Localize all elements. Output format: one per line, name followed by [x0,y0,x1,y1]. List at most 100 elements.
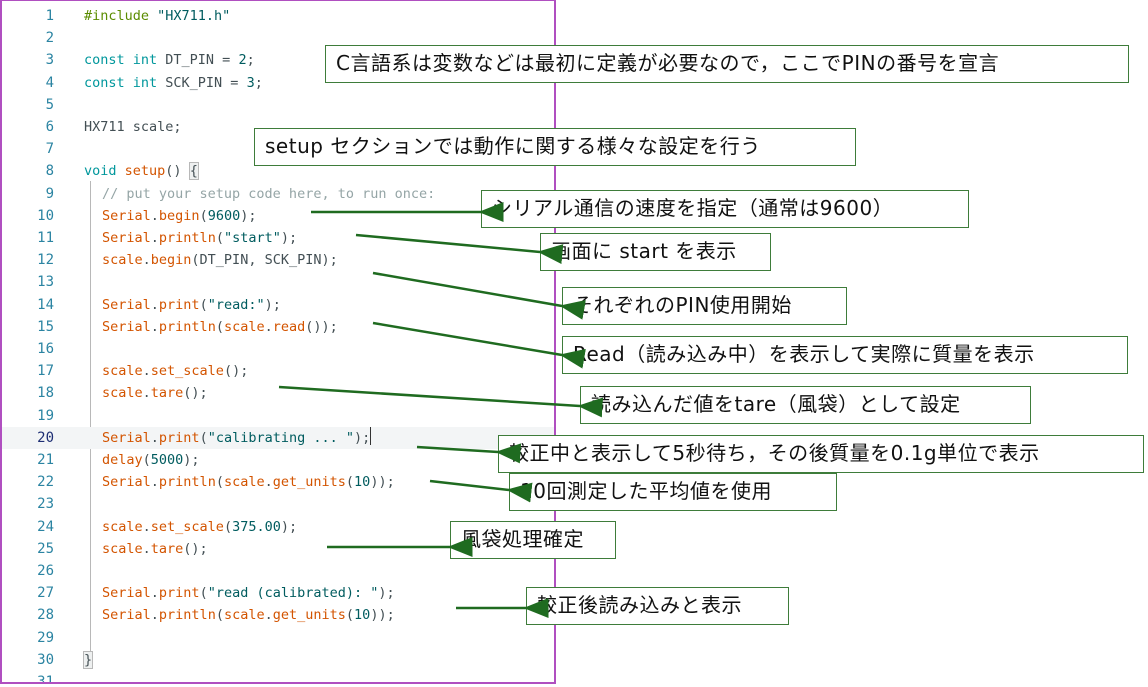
code-line[interactable]: 29 [2,627,554,649]
code-text: #include "HX711.h" [84,5,230,27]
line-number: 7 [45,141,54,158]
callout-calibrating: 較正中と表示して5秒待ち，その後質量を0.1g単位で表示 [498,435,1144,473]
code-token: scale [223,607,265,624]
code-token: ( [199,429,208,446]
code-token: setup [124,163,166,180]
code-token: ); [264,296,281,313]
code-text: delay(5000); [102,449,200,471]
code-token: // put your setup code here, to run once… [102,185,436,202]
line-number: 24 [37,518,54,535]
code-line[interactable]: 23 [2,493,554,515]
code-token: HX711 scale; [84,119,182,135]
code-token: println [158,607,216,624]
code-token: 5000 [150,452,184,468]
code-token: . [150,318,159,335]
code-line[interactable]: 12 scale.begin(DT_PIN, SCK_PIN); [2,249,554,271]
line-number: 31 [37,674,54,684]
code-token: "read:" [207,296,265,313]
code-token: print [158,585,200,602]
code-line[interactable]: 7 [2,138,554,160]
code-token: ; [246,52,255,69]
callout-display-start: 画面に start を表示 [540,233,771,271]
line-number: 16 [37,341,54,357]
code-token: "calibrating ... " [207,429,355,446]
line-number: 5 [45,96,54,113]
code-token: { [188,162,199,181]
code-token: println [158,230,216,246]
code-token: Serial [102,296,151,313]
line-number: 29 [37,629,54,646]
code-text: scale.tare(); [102,382,208,404]
code-token: . [150,230,159,246]
code-token: println [158,318,216,335]
code-token: begin [150,252,192,269]
code-line[interactable]: 16 [2,338,554,360]
code-token: print [158,429,200,446]
code-token: read [272,318,306,335]
code-line[interactable]: 9// put your setup code here, to run onc… [2,183,554,205]
code-token: "read (calibrated): " [207,585,379,602]
line-number: 20 [37,429,54,446]
code-token: Serial [102,474,151,491]
code-token: scale [102,540,143,557]
code-line[interactable]: 5 [2,94,554,116]
code-line[interactable]: 26 [2,560,554,582]
code-token: . [264,607,273,624]
code-line[interactable]: 19 [2,405,554,427]
code-token: . [142,252,151,269]
code-token: get_units [272,607,346,624]
line-number: 2 [45,30,54,47]
line-number: 19 [37,407,54,424]
line-number: 15 [37,318,54,335]
code-token: . [150,585,159,602]
code-token: ( [345,607,355,624]
code-token: . [150,296,159,313]
code-token: ( [215,474,224,491]
code-text: scale.begin(DT_PIN, SCK_PIN); [102,249,338,271]
code-token: ( [215,607,224,624]
code-token: Serial [102,207,151,224]
code-line[interactable]: 31 [2,671,554,684]
text-cursor [370,426,372,445]
code-token: ( [199,585,208,602]
code-token: tare [150,540,184,557]
code-token: print [158,296,200,313]
code-token: ; [254,74,263,91]
code-line[interactable]: 2 [2,27,554,49]
line-number: 14 [37,296,54,313]
code-line[interactable]: 1#include "HX711.h" [2,5,554,27]
callout-setup-section: setup セクションでは動作に関する様々な設定を行う [254,128,856,166]
code-line[interactable]: 30} [2,649,554,671]
code-token: ); [280,230,298,246]
callout-pin-start: それぞれのPIN使用開始 [562,287,847,325]
code-token: Serial [102,230,151,246]
code-token: scale [102,363,143,380]
code-token: ( [345,474,355,491]
code-token: . [142,363,151,380]
code-token: scale [102,385,143,402]
code-token: (); [183,540,208,557]
code-text: HX711 scale; [84,116,182,138]
line-number: 12 [37,252,54,269]
code-token: ( [215,318,224,335]
code-token: begin [158,207,200,224]
code-line[interactable]: 13 [2,271,554,293]
